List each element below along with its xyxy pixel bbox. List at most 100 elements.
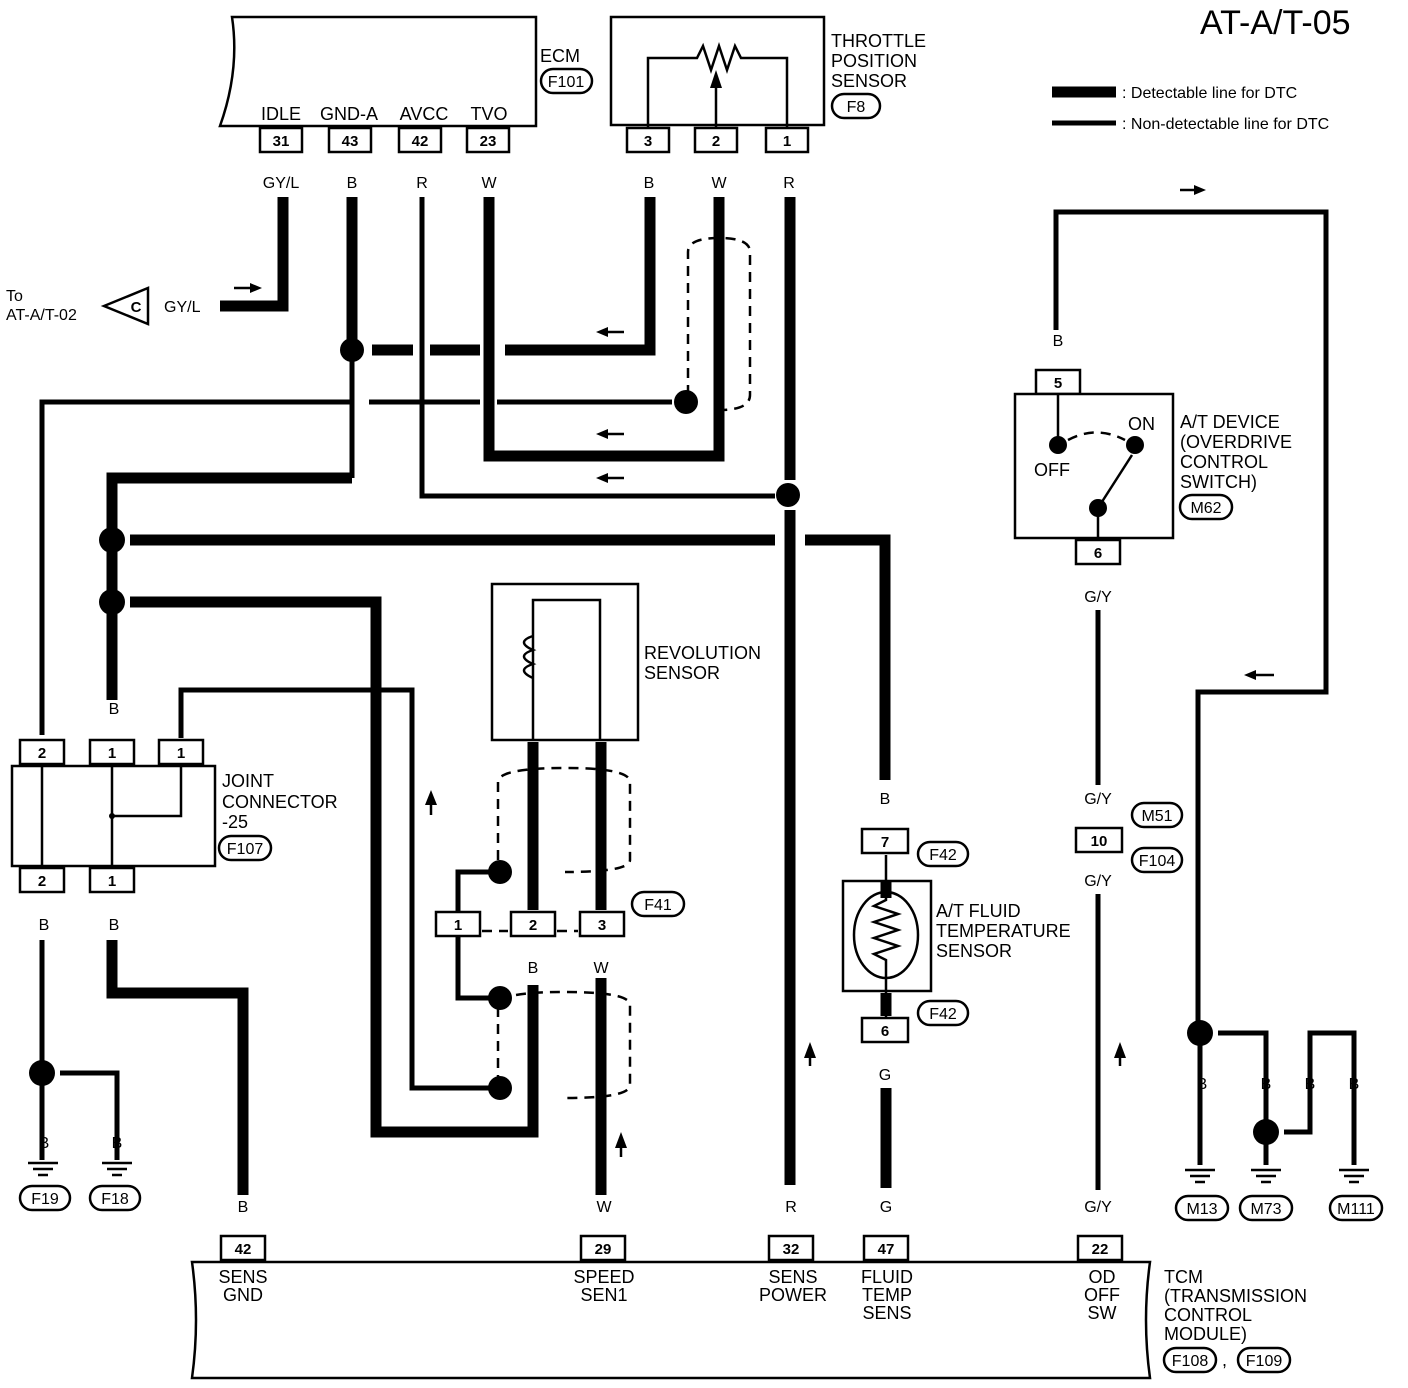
ground-symbol	[102, 1161, 132, 1177]
tcm-label: TCM	[1164, 1267, 1203, 1287]
ecm-label: ECM	[540, 46, 580, 66]
pin-number: 3	[644, 133, 652, 150]
fluid-label: SENSOR	[936, 941, 1012, 961]
switch-off-label: OFF	[1034, 460, 1070, 480]
pin-box	[18, 738, 66, 766]
revolution-sensor-box	[490, 582, 640, 742]
pin-number: 10	[1091, 833, 1108, 850]
wire-color: B	[1197, 1076, 1208, 1093]
ecm-pin-name: IDLE	[261, 104, 301, 124]
pin-number: 31	[273, 133, 290, 150]
at-device-label: (OVERDRIVE	[1180, 432, 1292, 452]
pin-number: 47	[878, 1241, 895, 1258]
tps-label: POSITION	[831, 51, 917, 71]
inline-code-badge	[1130, 846, 1184, 874]
pin-box	[1074, 538, 1122, 566]
tcm-pin-label: GND	[223, 1285, 263, 1305]
pin-box	[219, 1234, 267, 1262]
wire-color: B	[1349, 1076, 1360, 1093]
offpage-letter: C	[131, 299, 142, 316]
wire-color: B	[528, 960, 539, 977]
upper-wiring	[39, 197, 800, 1185]
wire-ground	[1284, 1030, 1357, 1165]
ground-symbol	[1339, 1168, 1369, 1184]
wire-color: B	[1305, 1076, 1316, 1093]
ecm-pin-name: AVCC	[400, 104, 449, 124]
wire-tps3	[505, 197, 656, 356]
legend-non-detectable: : Non-detectable line for DTC	[1122, 116, 1329, 133]
wire-color: B	[109, 701, 120, 718]
wire-tvo	[483, 197, 725, 462]
pin-box	[860, 1016, 910, 1044]
revolution-label: SENSOR	[644, 663, 720, 683]
offpage-wire: GY/L	[164, 299, 201, 316]
wire-color: B	[39, 917, 50, 934]
junction-dot	[99, 589, 125, 615]
wire-color: B	[644, 175, 655, 192]
pin-number: 23	[480, 133, 497, 150]
pin-box	[465, 126, 511, 154]
ecm-box	[218, 15, 538, 128]
flow-arrow-head	[596, 327, 608, 337]
junction-dot	[776, 483, 800, 507]
right-grounds: B B B B M13 M73 M111	[1174, 1020, 1384, 1222]
wire-color: G	[879, 1067, 891, 1084]
tcm-pin-label: SW	[1088, 1303, 1117, 1323]
tps-resistor	[646, 42, 789, 128]
pin-box	[578, 910, 626, 938]
pin-box	[258, 126, 304, 154]
wire-color: B	[112, 1135, 123, 1152]
pin-box	[764, 126, 810, 154]
ecm-pins: 31 43 42 23 GY/L B R W	[258, 126, 511, 192]
tcm-label: (TRANSMISSION	[1164, 1286, 1307, 1306]
junction-dot	[340, 338, 364, 362]
tcm-pin-label: POWER	[759, 1285, 827, 1305]
tcm-pin-label: TEMP	[862, 1285, 912, 1305]
inline-code-badge	[1130, 801, 1184, 829]
wire-color: B	[1053, 333, 1064, 350]
tcm-pin-label: SENS	[218, 1267, 267, 1287]
wire-color: B	[1261, 1076, 1272, 1093]
left-grounds: B B F19 F18	[18, 940, 249, 1212]
fluid-code: F42	[929, 847, 957, 864]
throttle-position-sensor: THROTTLE POSITION SENSOR F8 3 2 1 B W R	[609, 15, 926, 192]
revolution-label: REVOLUTION	[644, 643, 761, 663]
tcm-code-separator: ,	[1222, 1350, 1227, 1370]
pin-number: 2	[38, 873, 46, 890]
ecm-pin-name: TVO	[470, 104, 507, 124]
pin-number: 2	[38, 745, 46, 762]
ground-symbol	[1251, 1168, 1281, 1184]
wire-color: B	[347, 175, 358, 192]
joint-code-badge	[217, 834, 273, 862]
tcm-pin-label: SENS	[862, 1303, 911, 1323]
tcm-pin-label: OD	[1089, 1267, 1116, 1287]
shield	[686, 236, 752, 412]
wire-color: R	[416, 175, 428, 192]
tcm-box	[190, 1260, 1152, 1380]
wire-color: W	[711, 175, 727, 192]
pin-number: 3	[598, 917, 606, 934]
wire-color: W	[481, 175, 497, 192]
wire-ground	[60, 1070, 120, 1160]
tps-label: THROTTLE	[831, 31, 926, 51]
wire-bus-speed	[130, 596, 539, 1138]
fluid-label: TEMPERATURE	[936, 921, 1071, 941]
pin-number: 2	[712, 133, 720, 150]
offpage-triangle	[100, 286, 150, 326]
junction-dot	[29, 1060, 55, 1086]
switch-travel	[1067, 431, 1126, 442]
pin-box	[625, 126, 671, 154]
tcm-code: F108	[1172, 1353, 1209, 1370]
pin-number: 6	[881, 1023, 889, 1040]
ecm-pin-name: GND-A	[320, 104, 378, 124]
flow-arrow-head	[425, 790, 437, 805]
pin-number: 43	[342, 133, 359, 150]
wire-color: W	[593, 960, 609, 977]
fluid-code-badge	[916, 999, 970, 1027]
pin-box	[88, 866, 136, 894]
ground-code: F18	[101, 1191, 129, 1208]
pin-number: 1	[108, 745, 116, 762]
pin-number: 22	[1092, 1241, 1109, 1258]
flow-arrow-head	[1194, 185, 1206, 195]
